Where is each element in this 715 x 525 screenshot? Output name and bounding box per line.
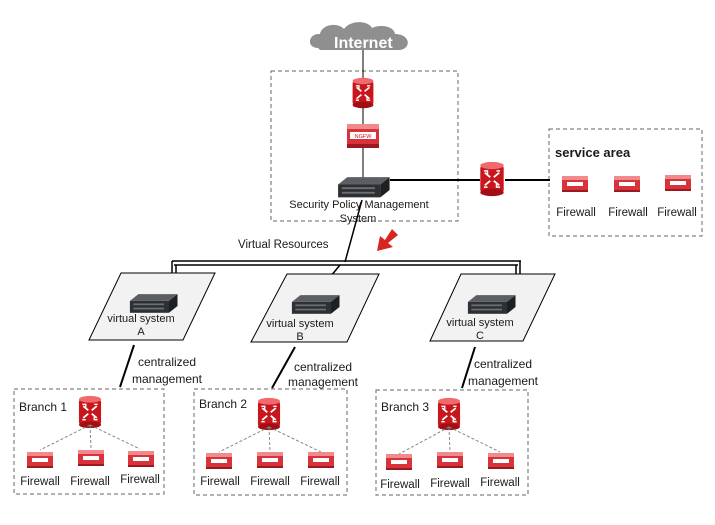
branch-1-firewall-2-label: Firewall <box>70 476 110 488</box>
virtual-system-c-line2: C <box>476 330 484 342</box>
branch-2-firewall-2-icon <box>257 452 283 468</box>
core-ngfw-firewall-icon <box>347 124 379 148</box>
centralized-management-3-line2: management <box>468 374 539 388</box>
management-label-line2: System <box>340 213 377 225</box>
centralized-management-3-line1: centralized <box>474 357 532 371</box>
branch-1-firewall-3-label: Firewall <box>120 474 160 486</box>
branch-2-title: Branch 2 <box>199 397 247 411</box>
branch-3-firewall-1-icon <box>386 454 412 470</box>
virtual-system-c-server-icon <box>467 295 516 314</box>
branch-1-firewall-2-icon <box>78 450 104 466</box>
branch-1-firewall-3-icon <box>128 451 154 467</box>
virtual-system-b-line1: virtual system <box>266 318 333 330</box>
branch-3-router-icon <box>437 397 461 431</box>
virtual-system-a-server-icon <box>129 294 178 313</box>
virtual-system-b-line2: B <box>296 331 303 343</box>
branch-1-firewall-1-label: Firewall <box>20 476 60 488</box>
centralized-management-2-line2: management <box>288 375 359 389</box>
management-server-icon <box>338 177 390 198</box>
branch-3-title: Branch 3 <box>381 400 429 414</box>
branch-1-title: Branch 1 <box>19 400 67 414</box>
branch-3-firewall-3-label: Firewall <box>480 477 520 489</box>
branch-3-firewall-2-label: Firewall <box>430 478 470 490</box>
virtual-system-a-line1: virtual system <box>107 313 174 325</box>
branch-1-firewall-1-icon <box>27 452 53 468</box>
service-firewall-2-label: Firewall <box>608 207 648 219</box>
centralized-management-1-line1: centralized <box>138 355 196 369</box>
branch-1-box <box>13 388 165 495</box>
branch-1-router-icon <box>78 395 102 429</box>
service-firewall-3-icon <box>665 175 691 191</box>
branch-2-firewall-2-label: Firewall <box>250 476 290 488</box>
branch-3-firewall-3-icon <box>488 453 514 469</box>
branch-2-router-icon <box>257 397 281 431</box>
centralized-management-2-line1: centralized <box>294 360 352 374</box>
branch-2-box <box>193 388 348 496</box>
centralized-management-1-line2: management <box>132 372 203 386</box>
branch-2-firewall-3-icon <box>308 452 334 468</box>
service-firewall-1-icon <box>562 176 588 192</box>
service-area-box <box>548 128 703 237</box>
red-arrow-icon <box>377 229 398 251</box>
branch-2-firewall-3-label: Firewall <box>300 476 340 488</box>
core-zone-box <box>270 70 459 222</box>
service-firewall-1-label: Firewall <box>556 207 596 219</box>
service-router-icon <box>479 160 505 198</box>
ngfw-badge: NGFW <box>355 134 373 140</box>
branch-3-firewall-2-icon <box>437 452 463 468</box>
service-area-title: service area <box>555 145 631 160</box>
service-firewall-2-icon <box>614 176 640 192</box>
virtual-system-b-server-icon <box>291 295 340 314</box>
service-firewall-3-label: Firewall <box>657 207 697 219</box>
virtual-resources-label: Virtual Resources <box>238 239 329 251</box>
branch-3-firewall-1-label: Firewall <box>380 479 420 491</box>
internet-cloud <box>309 22 408 50</box>
branch-3-box <box>375 389 529 496</box>
core-router-icon <box>351 77 375 109</box>
virtual-system-c-line1: virtual system <box>446 317 513 329</box>
branch-2-firewall-1-icon <box>206 453 232 469</box>
internet-label: Internet <box>334 35 393 52</box>
management-label-line1: Security Policy Management <box>289 199 428 211</box>
virtual-system-a-line2: A <box>137 326 145 338</box>
branch-2-firewall-1-label: Firewall <box>200 476 240 488</box>
